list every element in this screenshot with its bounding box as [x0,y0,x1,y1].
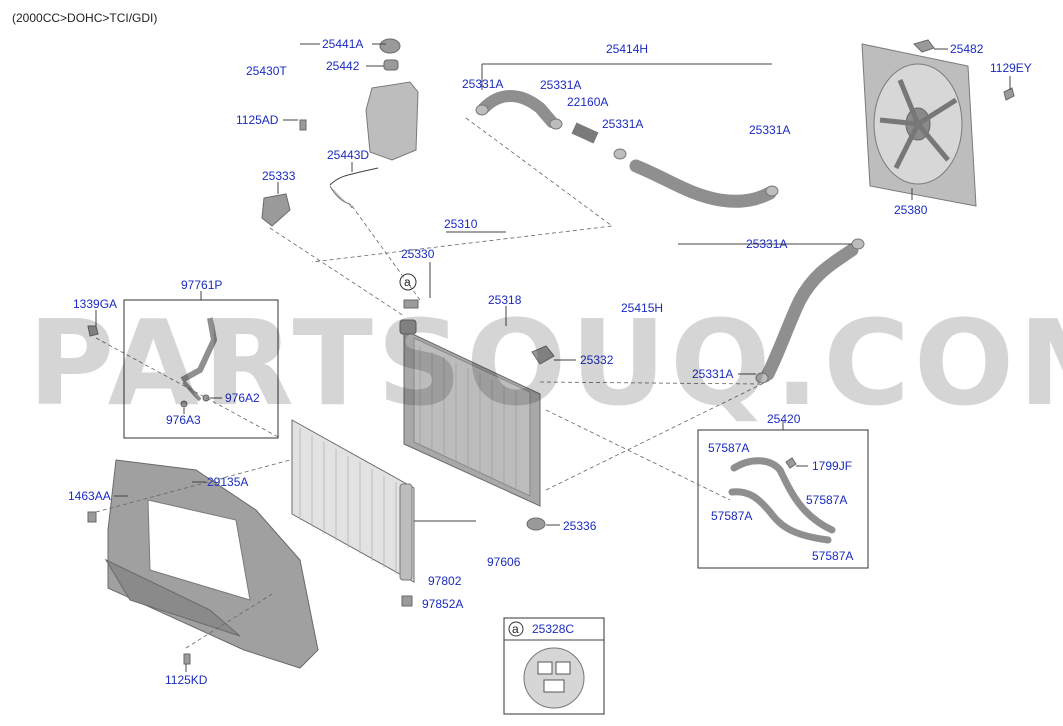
callout-25332[interactable]: 25332 [580,353,614,367]
callout-97802[interactable]: 97802 [428,574,462,588]
hose-assembly-25420-drawing [728,457,836,544]
bracket-25333-drawing [261,193,291,227]
marker-a-2: a [512,622,519,636]
callout-1799JF[interactable]: 1799JF [812,459,852,473]
callout-1463AA[interactable]: 1463AA [68,489,111,503]
reservoir-tank-drawing [299,38,419,209]
callout-25331A-upper-2[interactable]: 25331A [540,78,581,92]
callout-25331A-lower-1[interactable]: 25331A [746,237,787,251]
callout-25430T[interactable]: 25430T [246,64,287,78]
callout-97761P[interactable]: 97761P [181,278,222,292]
callout-25414H[interactable]: 25414H [606,42,648,56]
callout-25333[interactable]: 25333 [262,169,296,183]
callout-976A2[interactable]: 976A2 [225,391,260,405]
marker-a-circle-1 [399,273,417,291]
carrier-airguard-drawing [87,459,319,669]
callout-25331A-lower-2[interactable]: 25331A [692,367,733,381]
callout-97852A[interactable]: 97852A [422,597,463,611]
condenser-drawing [291,419,415,607]
callout-25331A-upper-3[interactable]: 25331A [602,117,643,131]
callout-57587A-1[interactable]: 57587A [708,441,749,455]
variant-header: (2000CC>DOHC>TCI/GDI) [12,11,157,25]
callout-25415H[interactable]: 25415H [621,301,663,315]
callout-25310[interactable]: 25310 [444,217,478,231]
ac-pipe-97761P-drawing [87,317,218,408]
group-box-25328C [503,617,605,715]
callout-25318[interactable]: 25318 [488,293,522,307]
callout-976A3[interactable]: 976A3 [166,413,201,427]
callout-25442[interactable]: 25442 [326,59,360,73]
callout-25331A-upper-1[interactable]: 25331A [462,77,503,91]
callout-25336[interactable]: 25336 [563,519,597,533]
callout-1125AD[interactable]: 1125AD [236,113,279,127]
callout-25330[interactable]: 25330 [401,247,435,261]
callout-1129EY[interactable]: 1129EY [990,61,1032,75]
callout-22160A[interactable]: 22160A [567,95,608,109]
callout-29135A[interactable]: 29135A [207,475,248,489]
callout-1125KD[interactable]: 1125KD [165,673,208,687]
callout-25441A[interactable]: 25441A [322,37,363,51]
marker-a-1: a [404,275,411,289]
callout-25331A-upper-4[interactable]: 25331A [749,123,790,137]
lower-hose-drawing [755,238,865,384]
callout-57587A-3[interactable]: 57587A [711,509,752,523]
callout-25380[interactable]: 25380 [894,203,928,217]
marker-a-circle-2 [508,621,524,637]
watermark: PARTSOUQ.COM [28,294,1063,432]
callout-97606[interactable]: 97606 [487,555,521,569]
callout-57587A-2[interactable]: 57587A [806,493,847,507]
callout-25328C[interactable]: 25328C [532,622,574,636]
callout-57587A-4[interactable]: 57587A [812,549,853,563]
warning-label-drawing [523,647,585,709]
upper-hose-drawing [475,90,779,208]
assembly-guide-lines [95,117,771,649]
callout-25443D[interactable]: 25443D [327,148,369,162]
fan-shroud-drawing [861,39,1015,207]
callout-25420[interactable]: 25420 [767,412,801,426]
callout-25482[interactable]: 25482 [950,42,984,56]
callout-1339GA[interactable]: 1339GA [73,297,117,311]
radiator-drawing [399,299,555,531]
